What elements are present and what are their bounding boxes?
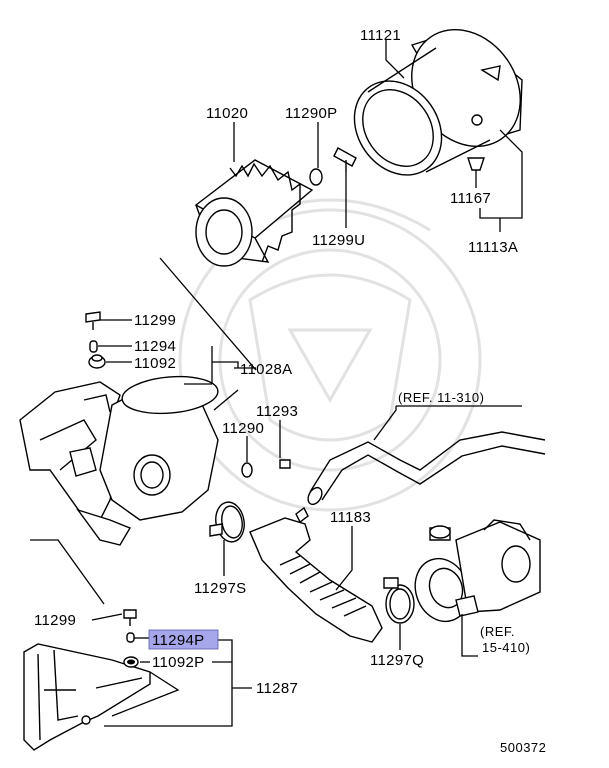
label-11092P[interactable]: 11092P xyxy=(152,654,204,671)
air-hose-11183[interactable] xyxy=(249,506,383,643)
grommet-11092P[interactable] xyxy=(123,656,139,668)
label-ref-15-410-line1[interactable]: (REF. xyxy=(480,624,515,639)
label-11167[interactable]: 11167 xyxy=(450,190,491,207)
label-11297S[interactable]: 11297S xyxy=(194,580,246,597)
clamp-11297Q[interactable] xyxy=(383,577,415,624)
clip-11167[interactable] xyxy=(467,157,485,171)
label-11287[interactable]: 11287 xyxy=(256,680,298,697)
label-11293[interactable]: 11293 xyxy=(256,403,298,420)
label-11299-top[interactable]: 11299 xyxy=(134,312,176,329)
clamp-11297S[interactable] xyxy=(209,500,247,544)
label-11294P[interactable]: 11294P xyxy=(152,632,204,649)
ref-turbocharger-15-410 xyxy=(414,519,541,623)
bolt-11299-bottom[interactable] xyxy=(123,609,137,626)
label-ref-11-310[interactable]: (REF. 11-310) xyxy=(398,390,484,405)
diagram-number: 500372 xyxy=(500,740,546,755)
leader-lines xyxy=(30,40,523,727)
label-11121[interactable]: 11121 xyxy=(360,27,401,44)
ref-pipe-11-310 xyxy=(307,431,546,506)
air-cleaner-body-11028A[interactable] xyxy=(19,373,219,546)
label-11028A[interactable]: 11028A xyxy=(240,361,292,378)
air-cleaner-cover-11121[interactable] xyxy=(337,9,543,192)
label-11297Q[interactable]: 11297Q xyxy=(370,652,424,669)
washer-11290P[interactable] xyxy=(309,168,323,186)
pin-11294[interactable] xyxy=(89,340,98,353)
label-11290[interactable]: 11290 xyxy=(222,420,264,437)
bolt-11299-top[interactable] xyxy=(85,311,101,330)
part-labels: 11121 11020 11290P 11167 11299U 11113A 1… xyxy=(34,27,546,755)
pin-11294P[interactable] xyxy=(126,632,135,643)
watermark xyxy=(178,198,482,512)
bracket-11287[interactable] xyxy=(23,643,151,751)
label-11290P[interactable]: 11290P xyxy=(285,105,337,122)
filter-element-11020[interactable] xyxy=(194,159,314,267)
label-11299U[interactable]: 11299U xyxy=(312,232,365,249)
grommet-11290[interactable] xyxy=(241,462,253,478)
highlight-11294P xyxy=(148,629,219,650)
label-11294[interactable]: 11294 xyxy=(134,338,176,355)
label-11183[interactable]: 11183 xyxy=(330,509,371,526)
label-11020[interactable]: 11020 xyxy=(206,105,248,122)
label-11092[interactable]: 11092 xyxy=(134,355,176,372)
label-11113A[interactable]: 11113A xyxy=(468,239,518,256)
nut-11293[interactable] xyxy=(279,459,291,469)
label-ref-15-410-line2[interactable]: 15-410) xyxy=(482,640,530,655)
bolt-11299U[interactable] xyxy=(333,147,357,172)
label-11299-bottom[interactable]: 11299 xyxy=(34,612,76,629)
grommet-11092[interactable] xyxy=(88,354,106,369)
